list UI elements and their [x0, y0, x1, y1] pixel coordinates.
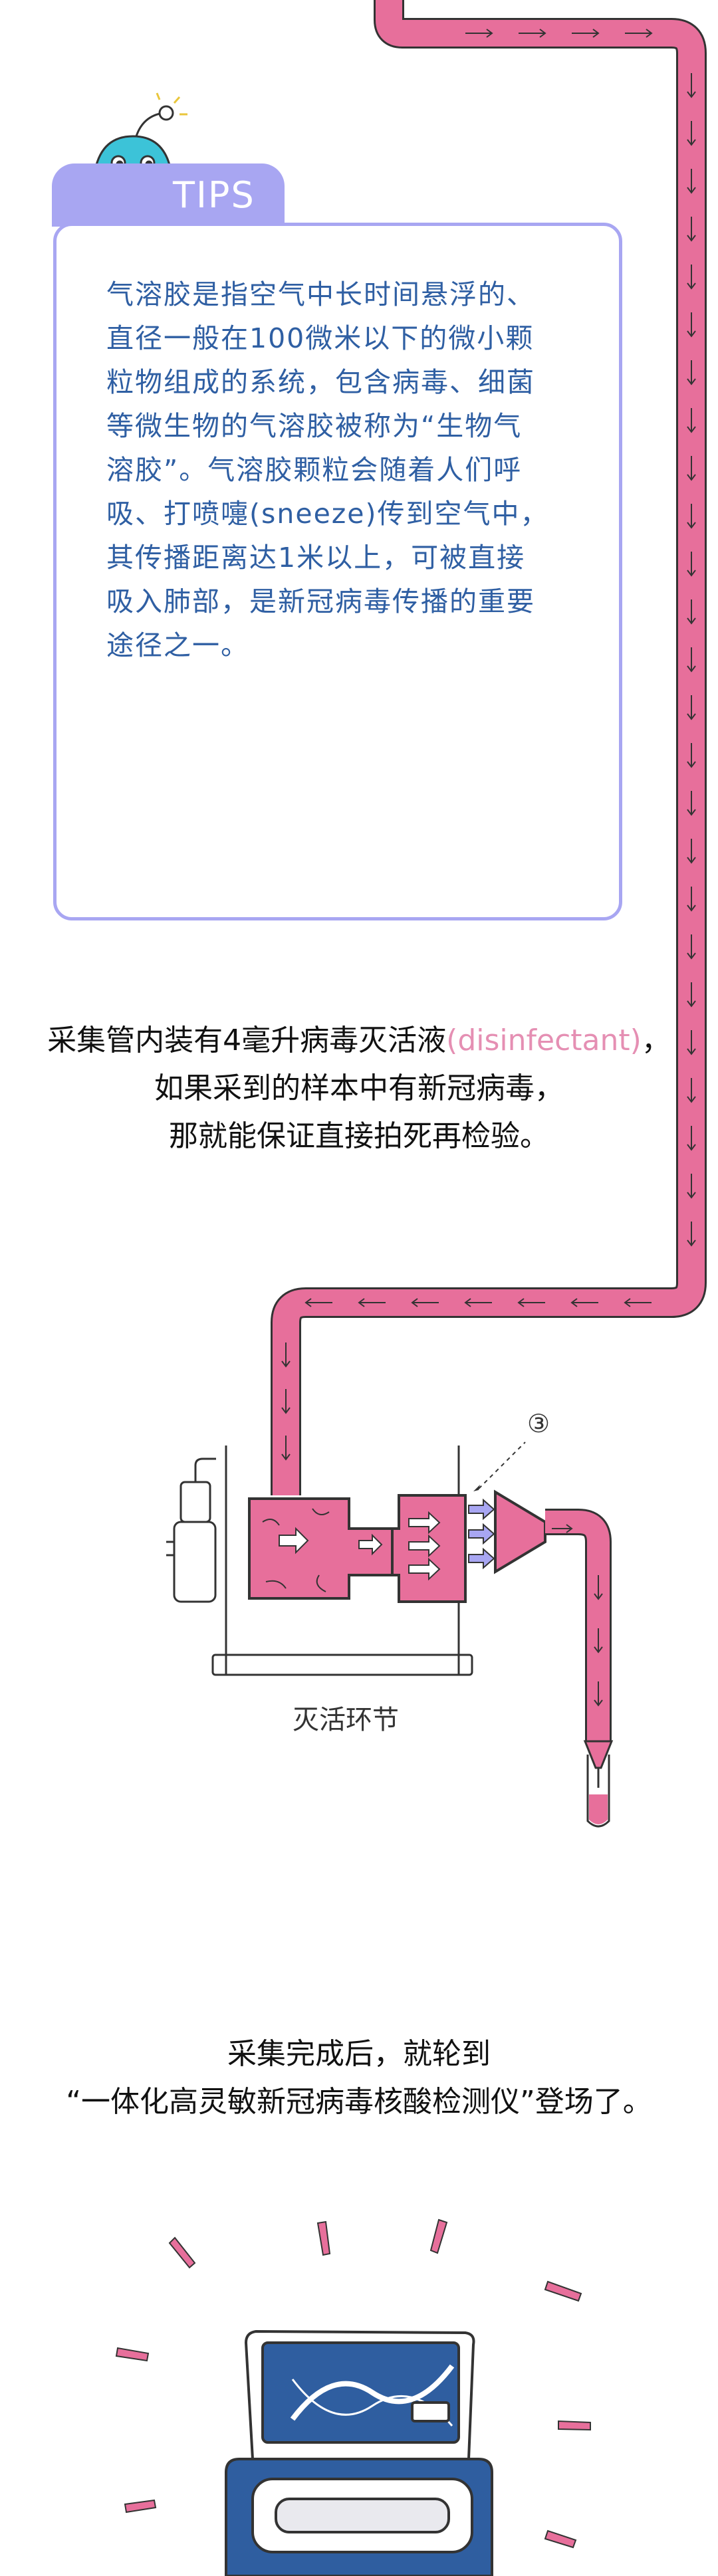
- flow-arrow: [687, 552, 696, 577]
- inactivation-apparatus: [166, 1446, 473, 1676]
- caption-line: “一体化高灵敏新冠病毒核酸检测仪”登场了。: [66, 2085, 652, 2119]
- caption-inactivation: 采集管内装有4毫升病毒灭活液(disinfectant)， 如果采到的样本中有新…: [0, 1017, 718, 1160]
- tips-title: TIPS: [173, 174, 255, 216]
- tips-tab: [52, 163, 285, 227]
- tips-line: 粒物组成的系统，包含病毒、细菌: [106, 366, 535, 398]
- flow-arrow: [687, 169, 696, 194]
- tips-line: 其传播距离达1米以上，可被直接: [106, 542, 526, 574]
- tips-line: 气溶胶是指空气中长时间悬浮的、: [106, 278, 535, 310]
- disinfectant-term: (disinfectant): [446, 1023, 642, 1057]
- flow-arrow: [687, 217, 696, 242]
- flow-arrow: [687, 791, 696, 816]
- caption-detector: 采集完成后，就轮到 “一体化高灵敏新冠病毒核酸检测仪”登场了。: [0, 2030, 718, 2126]
- tips-line: 吸入肺部，是新冠病毒传播的重要: [106, 586, 535, 617]
- flow-arrow: [687, 1078, 696, 1103]
- flow-arrow: [687, 73, 696, 98]
- flow-arrow: [687, 121, 696, 146]
- flow-arrow: [687, 743, 696, 768]
- flow-arrow: [687, 1222, 696, 1247]
- flow-arrow: [687, 312, 696, 338]
- caption-line: 那就能保证直接拍死再检验。: [169, 1119, 549, 1153]
- tips-body: 气溶胶是指空气中长时间悬浮的、 直径一般在100微米以下的微小颗 粒物组成的系统…: [106, 272, 585, 667]
- tips-line: 直径一般在100微米以下的微小颗: [106, 322, 535, 354]
- flow-arrow: [687, 408, 696, 433]
- caption-line: 采集管内装有4毫升病毒灭活液(disinfectant)，: [0, 1017, 718, 1065]
- stage-label: 灭活环节: [293, 1705, 399, 1735]
- detector-device: [225, 2329, 493, 2576]
- flow-arrow: [687, 839, 696, 864]
- flow-arrow: [687, 1030, 696, 1055]
- flow-arrow: [687, 1174, 696, 1199]
- caption-line: 采集完成后，就轮到: [227, 2037, 491, 2071]
- step-marker: ③: [527, 1409, 550, 1438]
- tips-line: 途径之一。: [106, 629, 249, 661]
- flow-arrow: [687, 1126, 696, 1151]
- caption-text: 采集管内装有4毫升病毒灭活液: [47, 1023, 447, 1057]
- caption-text: ，: [641, 1023, 671, 1057]
- flow-arrow: [687, 934, 696, 960]
- flow-arrow: [687, 360, 696, 385]
- tips-line: 等微生物的气溶胶被称为“生物气: [106, 410, 523, 442]
- flow-arrow: [687, 456, 696, 481]
- flow-arrow: [687, 647, 696, 673]
- flow-arrow: [687, 982, 696, 1008]
- flow-arrow: [687, 887, 696, 912]
- caption-line: 如果采到的样本中有新冠病毒，: [154, 1071, 564, 1105]
- flow-arrow: [687, 504, 696, 529]
- tips-line: 溶胶”。气溶胶颗粒会随着人们呼: [106, 454, 523, 486]
- tips-card: [53, 223, 622, 920]
- flow-arrow: [687, 695, 696, 720]
- flow-arrow: [687, 265, 696, 290]
- tips-line: 吸、打喷嚏(sneeze)传到空气中，: [106, 498, 549, 530]
- flow-arrow: [687, 599, 696, 625]
